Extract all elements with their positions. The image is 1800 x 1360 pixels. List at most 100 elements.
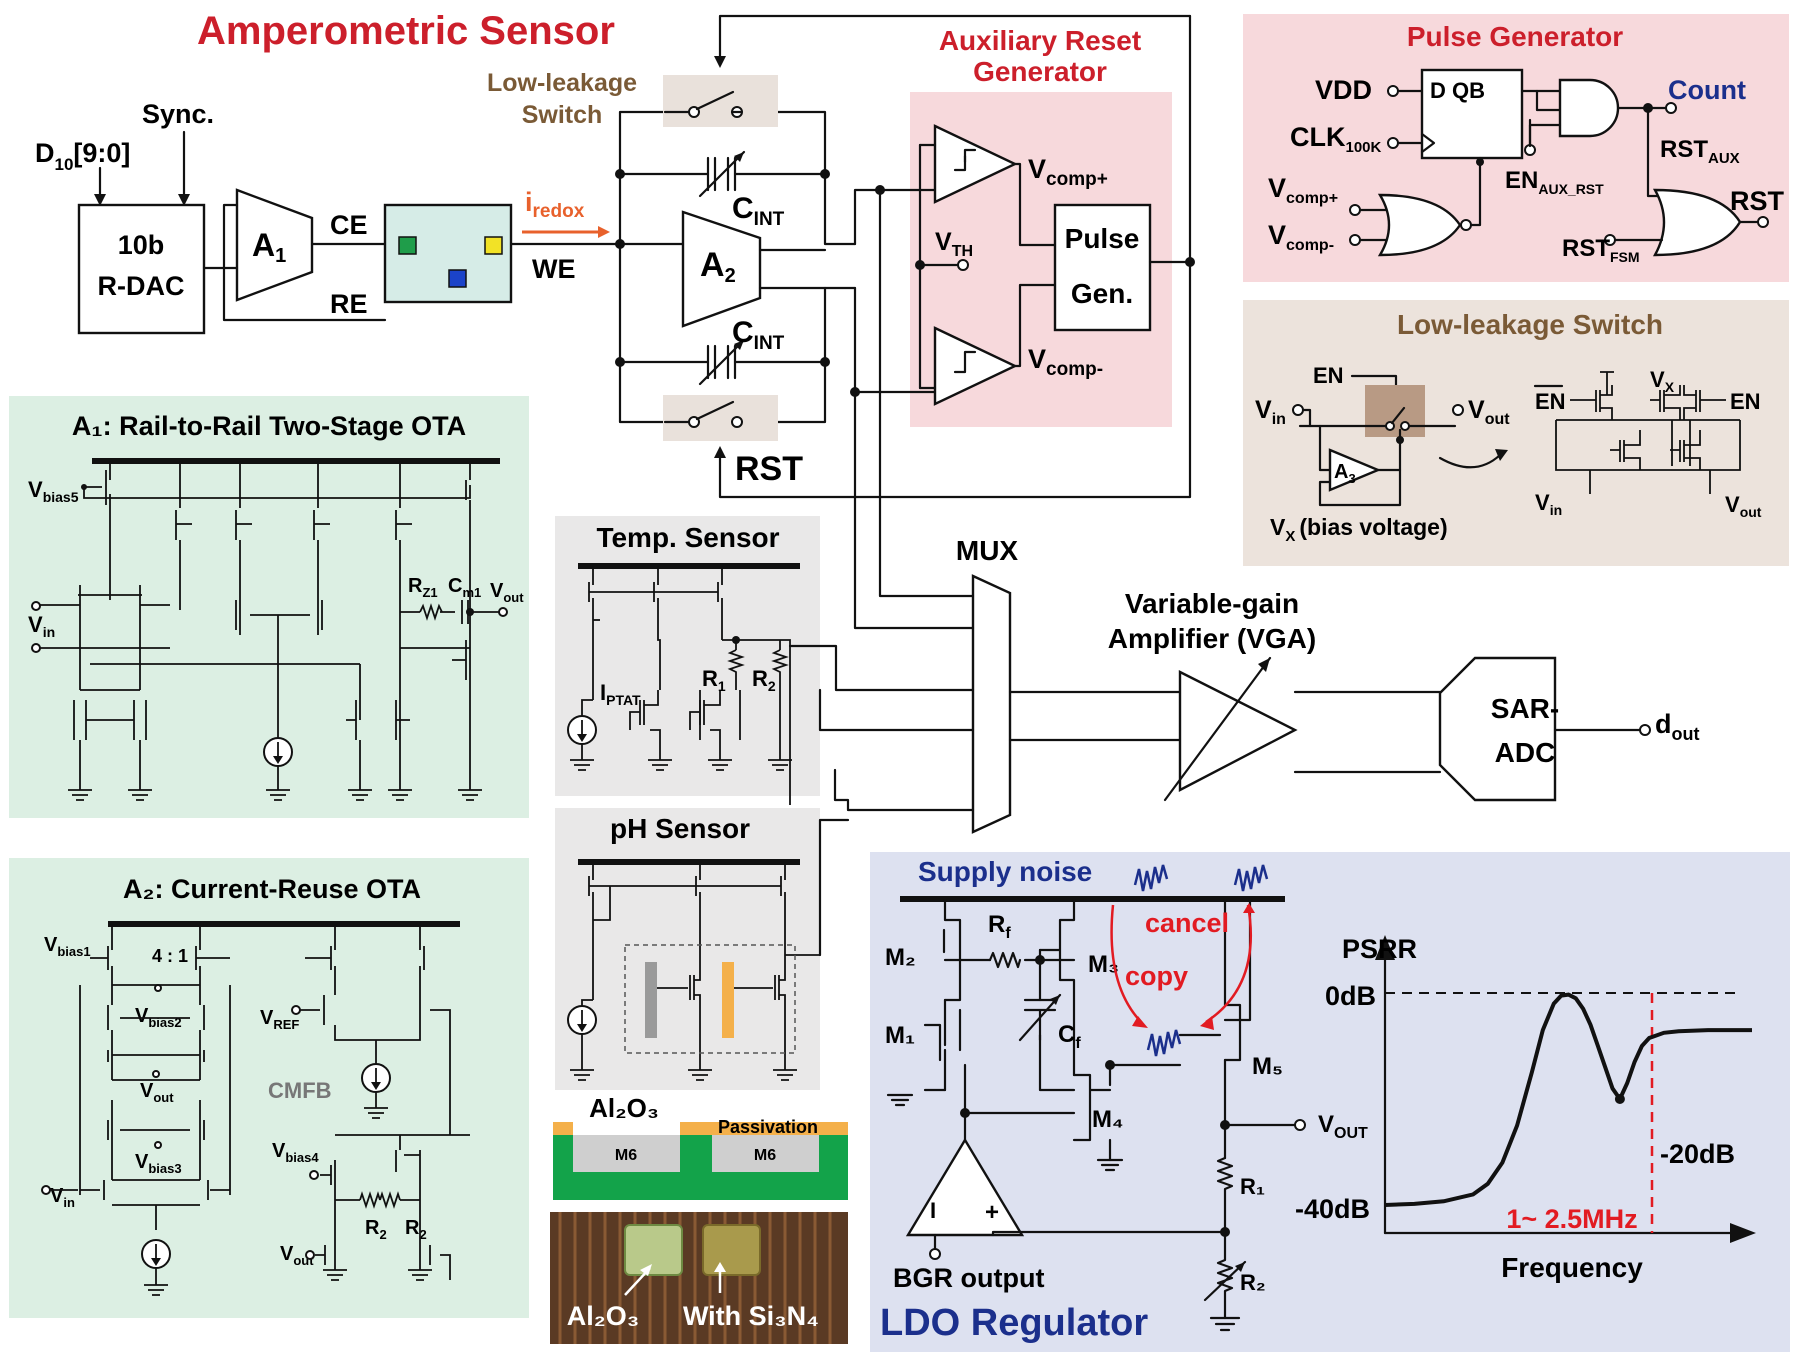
lls-vout-label: Vout [1468, 396, 1510, 428]
resistor-icon [359, 1191, 381, 1209]
vth-label: VTH [935, 228, 973, 260]
ground-icon [648, 759, 672, 771]
r1-label: R1 [702, 666, 726, 694]
ratio-label: 4 : 1 [152, 946, 188, 966]
m6-left-label: M6 [615, 1147, 637, 1164]
dac-input-label: D10[9:0] [35, 138, 130, 174]
ldo-vout-label: VOUT [1318, 1111, 1368, 1142]
current-source-icon [567, 699, 597, 760]
page-title: Amperometric Sensor [197, 9, 615, 53]
ldo-panel [870, 852, 1790, 1352]
a2-amplifier [681, 210, 762, 328]
lls-vout-2-label: Vout [1725, 492, 1762, 520]
ground-icon [570, 1069, 594, 1081]
reference-electrode [448, 269, 467, 288]
metal-m6-left [573, 1135, 680, 1172]
a3-amplifier [1328, 448, 1382, 492]
resistor-icon [1216, 1156, 1234, 1232]
sensor-pad-si3n4 [702, 1224, 761, 1276]
ph-sensor-title: pH Sensor [610, 813, 750, 844]
ph-sensor-panel [555, 808, 820, 1090]
r2a-label: R2 [365, 1217, 387, 1242]
sync-label: Sync. [142, 99, 214, 129]
lls-en-bar-label: EN [1535, 389, 1566, 414]
al2o3-layer-left [553, 1122, 573, 1135]
vref-label: VREF [260, 1007, 299, 1032]
rdac-label-2: R-DAC [98, 271, 185, 301]
chip-photo [550, 1212, 848, 1344]
low-leakage-switch-top [663, 75, 778, 127]
resistor-icon [988, 951, 1022, 969]
ground-icon [266, 789, 290, 801]
aux-reset-title-1: Auxiliary Reset [939, 25, 1141, 56]
we-label: WE [532, 254, 576, 284]
psrr-y-label: PSRR [1342, 934, 1417, 964]
en-aux-rst-label: ENAUX_RST [1505, 167, 1604, 197]
low-leakage-switch-title: Low-leakage Switch [1397, 309, 1663, 340]
psrr-minus40db-label: -40dB [1295, 1194, 1370, 1224]
current-source-icon [567, 999, 597, 1070]
cancel-label: cancel [1145, 908, 1229, 938]
error-amp-plus: + [985, 1199, 999, 1226]
re-label: RE [330, 289, 368, 319]
pulse-gen-label-2: Gen. [1071, 278, 1133, 309]
a2-transistor-network [41, 924, 470, 1280]
r2-label: R2 [752, 666, 776, 694]
switch-icon [1298, 406, 1457, 431]
switch-icon [663, 90, 743, 118]
resistor-icon [1203, 1230, 1247, 1320]
a1-ota-title: A₁: Rail-to-Rail Two-Stage OTA [72, 411, 466, 441]
ground-icon [768, 759, 792, 771]
resistor-icon [379, 1191, 401, 1209]
chip-photo-stripes [558, 1212, 832, 1344]
vga-label-2: Amplifier (VGA) [1108, 623, 1316, 654]
sensor-pad-al2o3 [624, 1224, 683, 1276]
vbias5-label: Vbias5 [28, 477, 79, 505]
ground-icon [708, 759, 732, 771]
lls-vx-bias-label: VX(bias voltage) [1270, 514, 1448, 545]
vga-label-1: Variable-gain [1125, 588, 1299, 619]
m2-label: M₂ [885, 944, 916, 971]
temp-sensor-panel [555, 516, 820, 796]
supply-noise-label: Supply noise [918, 856, 1092, 887]
cint-bottom-label: CINT [732, 316, 785, 354]
resistor-icon [419, 603, 443, 621]
aux-reset-title-2: Generator [973, 56, 1107, 87]
lls-vin-2-label: Vin [1535, 490, 1562, 518]
current-source-icon [263, 728, 293, 790]
lls-vx-label: VX [1650, 367, 1675, 395]
ground-icon [128, 789, 152, 801]
ph-sensing-area [624, 944, 796, 1054]
pulse-gen-block [1053, 203, 1152, 332]
metal-m6-right [712, 1135, 819, 1172]
dff-block [1420, 68, 1524, 160]
psrr-x-label: Frequency [1501, 1252, 1643, 1283]
ph-electrode-right [722, 962, 734, 1038]
vcomp-minus-in-label: Vcomp- [1268, 220, 1334, 254]
cmfb-label: CMFB [268, 1078, 332, 1103]
vdd-label: VDD [1315, 75, 1372, 105]
and-gate [1558, 78, 1620, 138]
ph-electrode-left [645, 962, 657, 1038]
sar-adc-block [1438, 656, 1557, 802]
bgr-output-label: BGR output [893, 1263, 1044, 1293]
a2-ota-title: A₂: Current-Reuse OTA [123, 874, 421, 904]
dff-label: D QB [1430, 78, 1485, 103]
iptat-label: IPTAT [600, 680, 641, 708]
ground-icon [144, 1284, 168, 1296]
dout-label: dout [1655, 709, 1699, 744]
a3-label: A3 [1334, 461, 1356, 486]
lls-vin-label: Vin [1255, 396, 1286, 428]
al2o3-layer-right [680, 1122, 848, 1135]
m1-label: M₁ [885, 1022, 915, 1049]
vbias1-label: Vbias1 [44, 934, 91, 959]
count-label: Count [1668, 75, 1746, 105]
vbias4-label: Vbias4 [272, 1140, 319, 1165]
vcomp-plus-label: Vcomp+ [1028, 154, 1108, 190]
clk-label: CLK100K [1290, 122, 1382, 156]
psrr-minus20db-label: -20dB [1660, 1139, 1735, 1169]
rst-fsm-label: RSTFSM [1562, 235, 1640, 265]
m6-right-label: M6 [754, 1147, 776, 1164]
photo-label-si3n4: With Si₃N₄ [683, 1301, 819, 1331]
